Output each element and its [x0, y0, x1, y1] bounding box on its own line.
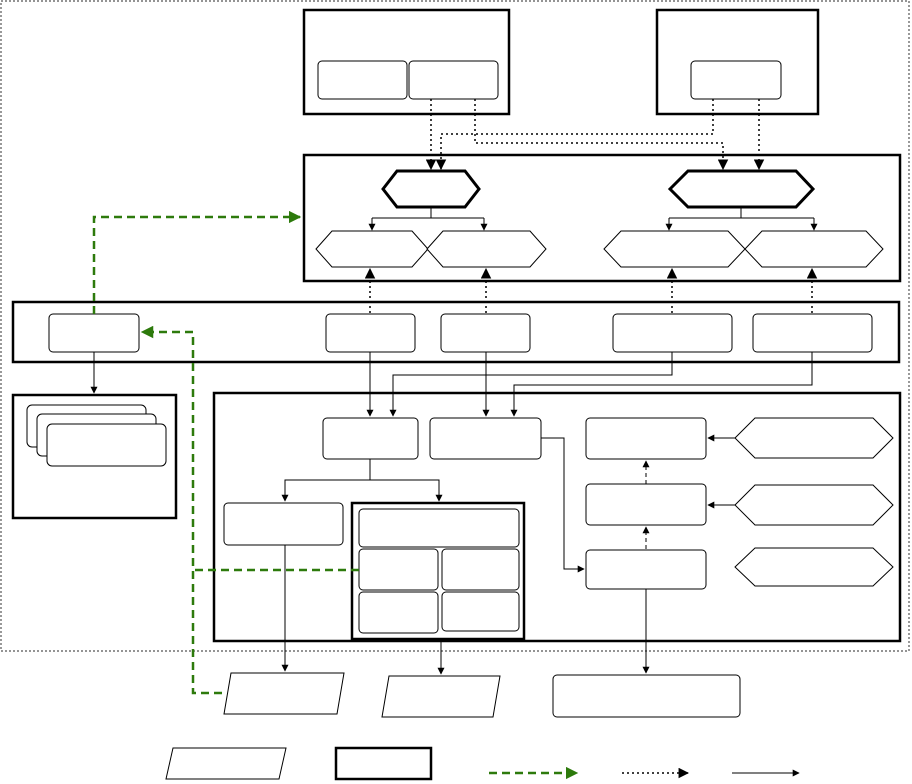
grid-header [358, 508, 520, 548]
grid-cell-1 [358, 548, 439, 591]
processing-box-1 [322, 417, 419, 460]
hex-split-left [368, 207, 488, 231]
row-node-2 [325, 313, 416, 353]
system-boundary [0, 0, 910, 652]
data-out-1 [223, 672, 345, 715]
stack-group [11, 393, 178, 520]
data-out-2 [381, 675, 501, 718]
grid-cell-2 [441, 548, 520, 591]
row-node-4 [612, 313, 733, 353]
grid-cell-4 [441, 591, 520, 632]
side-hex-1 [734, 417, 894, 459]
decision-hex-left [381, 169, 481, 209]
legend-group-shape [334, 746, 433, 781]
right-box-bottom [585, 549, 707, 590]
bottom-output [552, 674, 741, 718]
left-output-box [223, 502, 344, 546]
legend [165, 746, 800, 781]
hex-split-right [665, 207, 818, 231]
right-box-middle [585, 483, 707, 526]
solid-edges [90, 352, 813, 675]
row-node-5 [752, 313, 873, 353]
legend-data-shape [165, 747, 287, 780]
option-hex-3 [603, 230, 746, 268]
top-left-item-1 [317, 60, 408, 100]
dotted-edges-top [425, 99, 765, 171]
decision-hex-right [667, 169, 816, 209]
option-hex-4 [744, 230, 884, 268]
option-hex-1 [315, 230, 429, 268]
row-node-3 [440, 313, 531, 353]
processing-box-2 [429, 417, 542, 460]
top-right-item [690, 60, 782, 100]
right-box-top [585, 417, 707, 460]
side-hex-3 [734, 547, 894, 587]
top-left-item-2 [408, 60, 499, 100]
grid-cell-3 [358, 591, 439, 634]
row-node-1 [48, 313, 140, 353]
side-hex-2 [734, 484, 894, 526]
option-hex-2 [426, 230, 547, 268]
dotted-edges-row [364, 267, 818, 313]
feedback-edges [92, 210, 359, 695]
